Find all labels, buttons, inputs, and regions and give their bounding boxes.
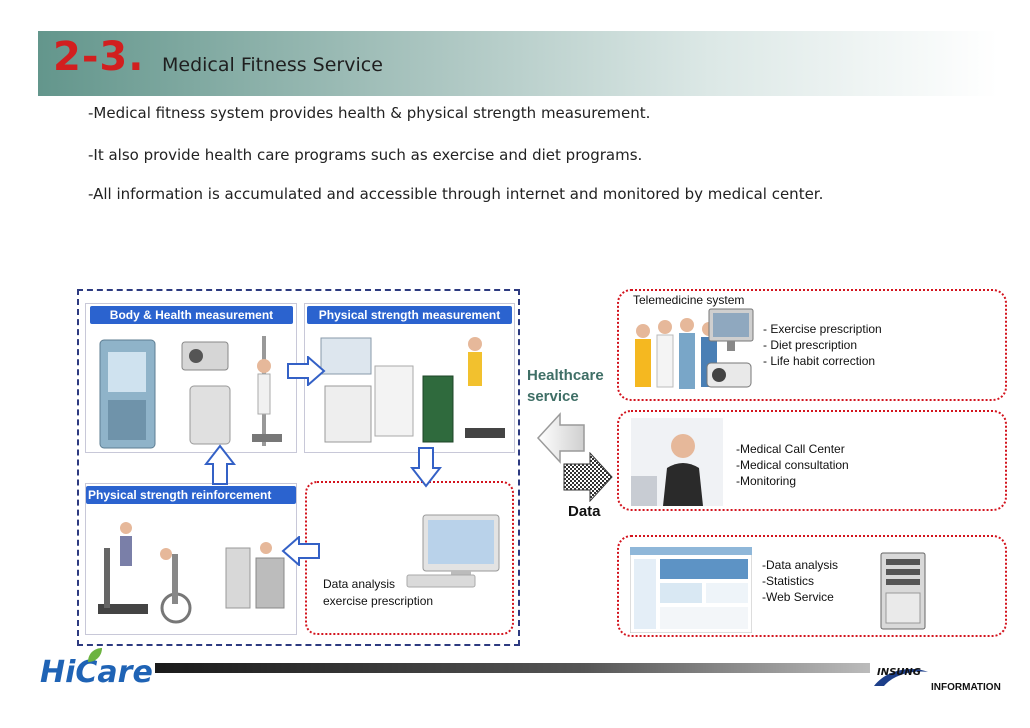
web-item-1: -Data analysis (762, 558, 839, 572)
web-item-3: -Web Service (762, 590, 834, 604)
insung-brand-top: INSUNG (877, 667, 921, 678)
bullet-2: -It also provide health care programs su… (88, 146, 643, 164)
arrow-down-icon (410, 447, 442, 488)
call-center-item-2: -Medical consultation (736, 458, 849, 472)
insung-brand-bottom: INFORMATION (931, 682, 1001, 693)
healthcare-line-1: Healthcare (527, 367, 604, 384)
data-arrow-right-icon (563, 452, 613, 502)
footer-divider (155, 663, 870, 673)
healthcare-line-2: service (527, 388, 579, 405)
analysis-line-2: exercise prescription (323, 594, 434, 608)
call-center-operator-image (631, 418, 723, 506)
call-center-box: -Medical Call Center -Medical consultati… (617, 410, 1007, 511)
computer-monitor-image (406, 514, 500, 588)
healthcare-arrow-left-icon (536, 412, 585, 464)
section-number: 2-3. (53, 34, 145, 80)
physical-strength-panel: Physical strength measurement (304, 303, 515, 453)
web-portal-screenshot-image (630, 547, 752, 633)
data-label: Data (568, 503, 601, 520)
arrow-up-icon (204, 444, 236, 485)
body-health-panel: Body & Health measurement (85, 303, 297, 453)
arrow-left-icon (281, 536, 320, 566)
exercise-equipment-image (98, 522, 285, 624)
physical-strength-title: Physical strength measurement (307, 306, 512, 324)
call-center-item-3: -Monitoring (736, 474, 797, 488)
telemedicine-item-3: - Life habit correction (763, 354, 876, 368)
call-center-item-1: -Medical Call Center (736, 442, 845, 456)
strength-measurement-devices-image (320, 337, 505, 443)
body-measurement-devices-image (99, 336, 282, 449)
analysis-line-1: Data analysis (323, 577, 396, 591)
leaf-icon (88, 648, 102, 662)
section-title: Medical Fitness Service (162, 54, 383, 76)
insung-swoosh-icon (874, 668, 928, 686)
server-tower-image (880, 552, 926, 630)
web-item-2: -Statistics (762, 574, 815, 588)
telemedicine-box: Telemedicine system - Exercise prescript… (617, 289, 1007, 401)
arrow-right-icon (287, 356, 326, 386)
bullet-3: -All information is accumulated and acce… (88, 185, 824, 203)
telemedicine-devices-image (706, 308, 754, 388)
body-health-title: Body & Health measurement (90, 306, 293, 324)
data-analysis-box: Data analysis exercise prescription (305, 481, 514, 635)
hicare-logo-hi: Hi (40, 655, 76, 690)
bullet-1: -Medical fitness system provides health … (88, 104, 651, 122)
fitness-system-frame (77, 289, 520, 646)
doctors-image (635, 318, 717, 389)
telemedicine-item-2: - Diet prescription (763, 338, 858, 352)
header-banner (38, 31, 998, 96)
web-service-box: -Data analysis -Statistics -Web Service (617, 535, 1007, 637)
hicare-logo: HiCare (40, 656, 153, 690)
reinforcement-panel: Physical strength reinforcement (85, 483, 297, 635)
telemedicine-title: Telemedicine system (633, 293, 745, 307)
reinforcement-title: Physical strength reinforcement (86, 486, 296, 504)
healthcare-service-label: Healthcare service (527, 365, 604, 407)
telemedicine-item-1: - Exercise prescription (763, 322, 882, 336)
